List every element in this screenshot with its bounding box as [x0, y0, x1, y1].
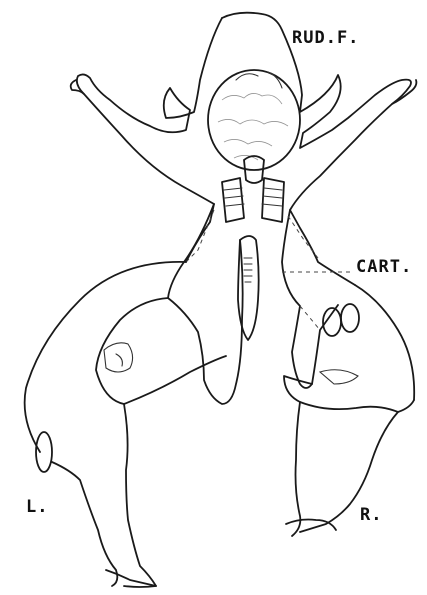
label-left: L. [26, 497, 48, 517]
right-joint [320, 370, 358, 384]
skull-detail [218, 93, 288, 160]
vertebra-rings [224, 188, 282, 206]
right-cartilage-oval-b [341, 304, 359, 332]
spinal-hatching [244, 258, 252, 282]
label-rudiment: RUD.F. [292, 28, 359, 48]
vertebra-right [262, 178, 284, 222]
head-outline-left [77, 18, 222, 262]
left-pad [36, 432, 52, 472]
label-right: R. [360, 505, 382, 525]
trunk-outline-right [282, 210, 338, 388]
dashed-line-right [288, 216, 318, 258]
dashed-line-lower [300, 306, 320, 330]
vertebra-left [222, 178, 244, 222]
trunk-outline [168, 204, 243, 404]
head-outline [222, 13, 411, 285]
left-leg [52, 404, 156, 587]
left-joint [104, 343, 133, 372]
right-hindlimb-outer [355, 285, 414, 400]
left-foot [106, 570, 156, 586]
label-cartilage: CART. [356, 257, 412, 277]
